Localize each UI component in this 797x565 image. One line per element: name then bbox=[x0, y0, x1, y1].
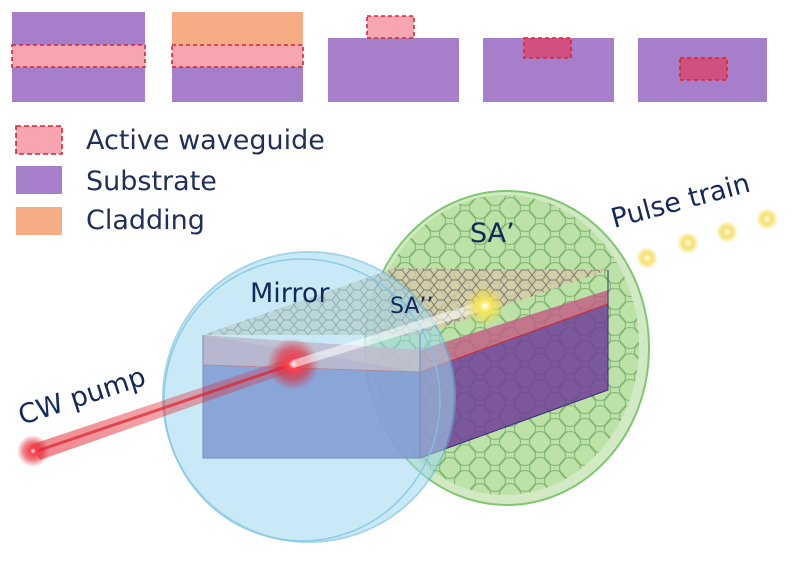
pulse-dot bbox=[716, 221, 738, 243]
mirror-disk bbox=[162, 251, 456, 543]
legend-label-substrate: Substrate bbox=[86, 166, 217, 197]
pulse-dot bbox=[756, 208, 778, 230]
legend: Active waveguide Substrate Cladding bbox=[15, 125, 325, 236]
cross-section-5 bbox=[638, 38, 767, 102]
cross-section-2 bbox=[171, 12, 304, 102]
legend-swatch-active-waveguide bbox=[15, 125, 63, 155]
legend-label-cladding: Cladding bbox=[86, 205, 205, 236]
cross-section-3 bbox=[328, 15, 459, 102]
pulse-train bbox=[636, 208, 778, 269]
pump-source-dot bbox=[17, 435, 49, 467]
sa-prime-label: SA’ bbox=[470, 218, 515, 249]
cross-section-1 bbox=[11, 12, 146, 102]
cross-section-4 bbox=[483, 37, 614, 102]
legend-label-active-waveguide: Active waveguide bbox=[86, 125, 325, 156]
sa-focus-spot bbox=[465, 286, 505, 326]
legend-swatch-cladding bbox=[16, 207, 62, 235]
legend-swatch-substrate bbox=[16, 166, 62, 194]
sa-double-prime-label: SA’’ bbox=[390, 294, 433, 319]
pulse-dot bbox=[677, 232, 699, 254]
mirror-label: Mirror bbox=[250, 278, 330, 309]
pulse-dot bbox=[636, 247, 658, 269]
cw-pump-beam bbox=[17, 286, 505, 467]
